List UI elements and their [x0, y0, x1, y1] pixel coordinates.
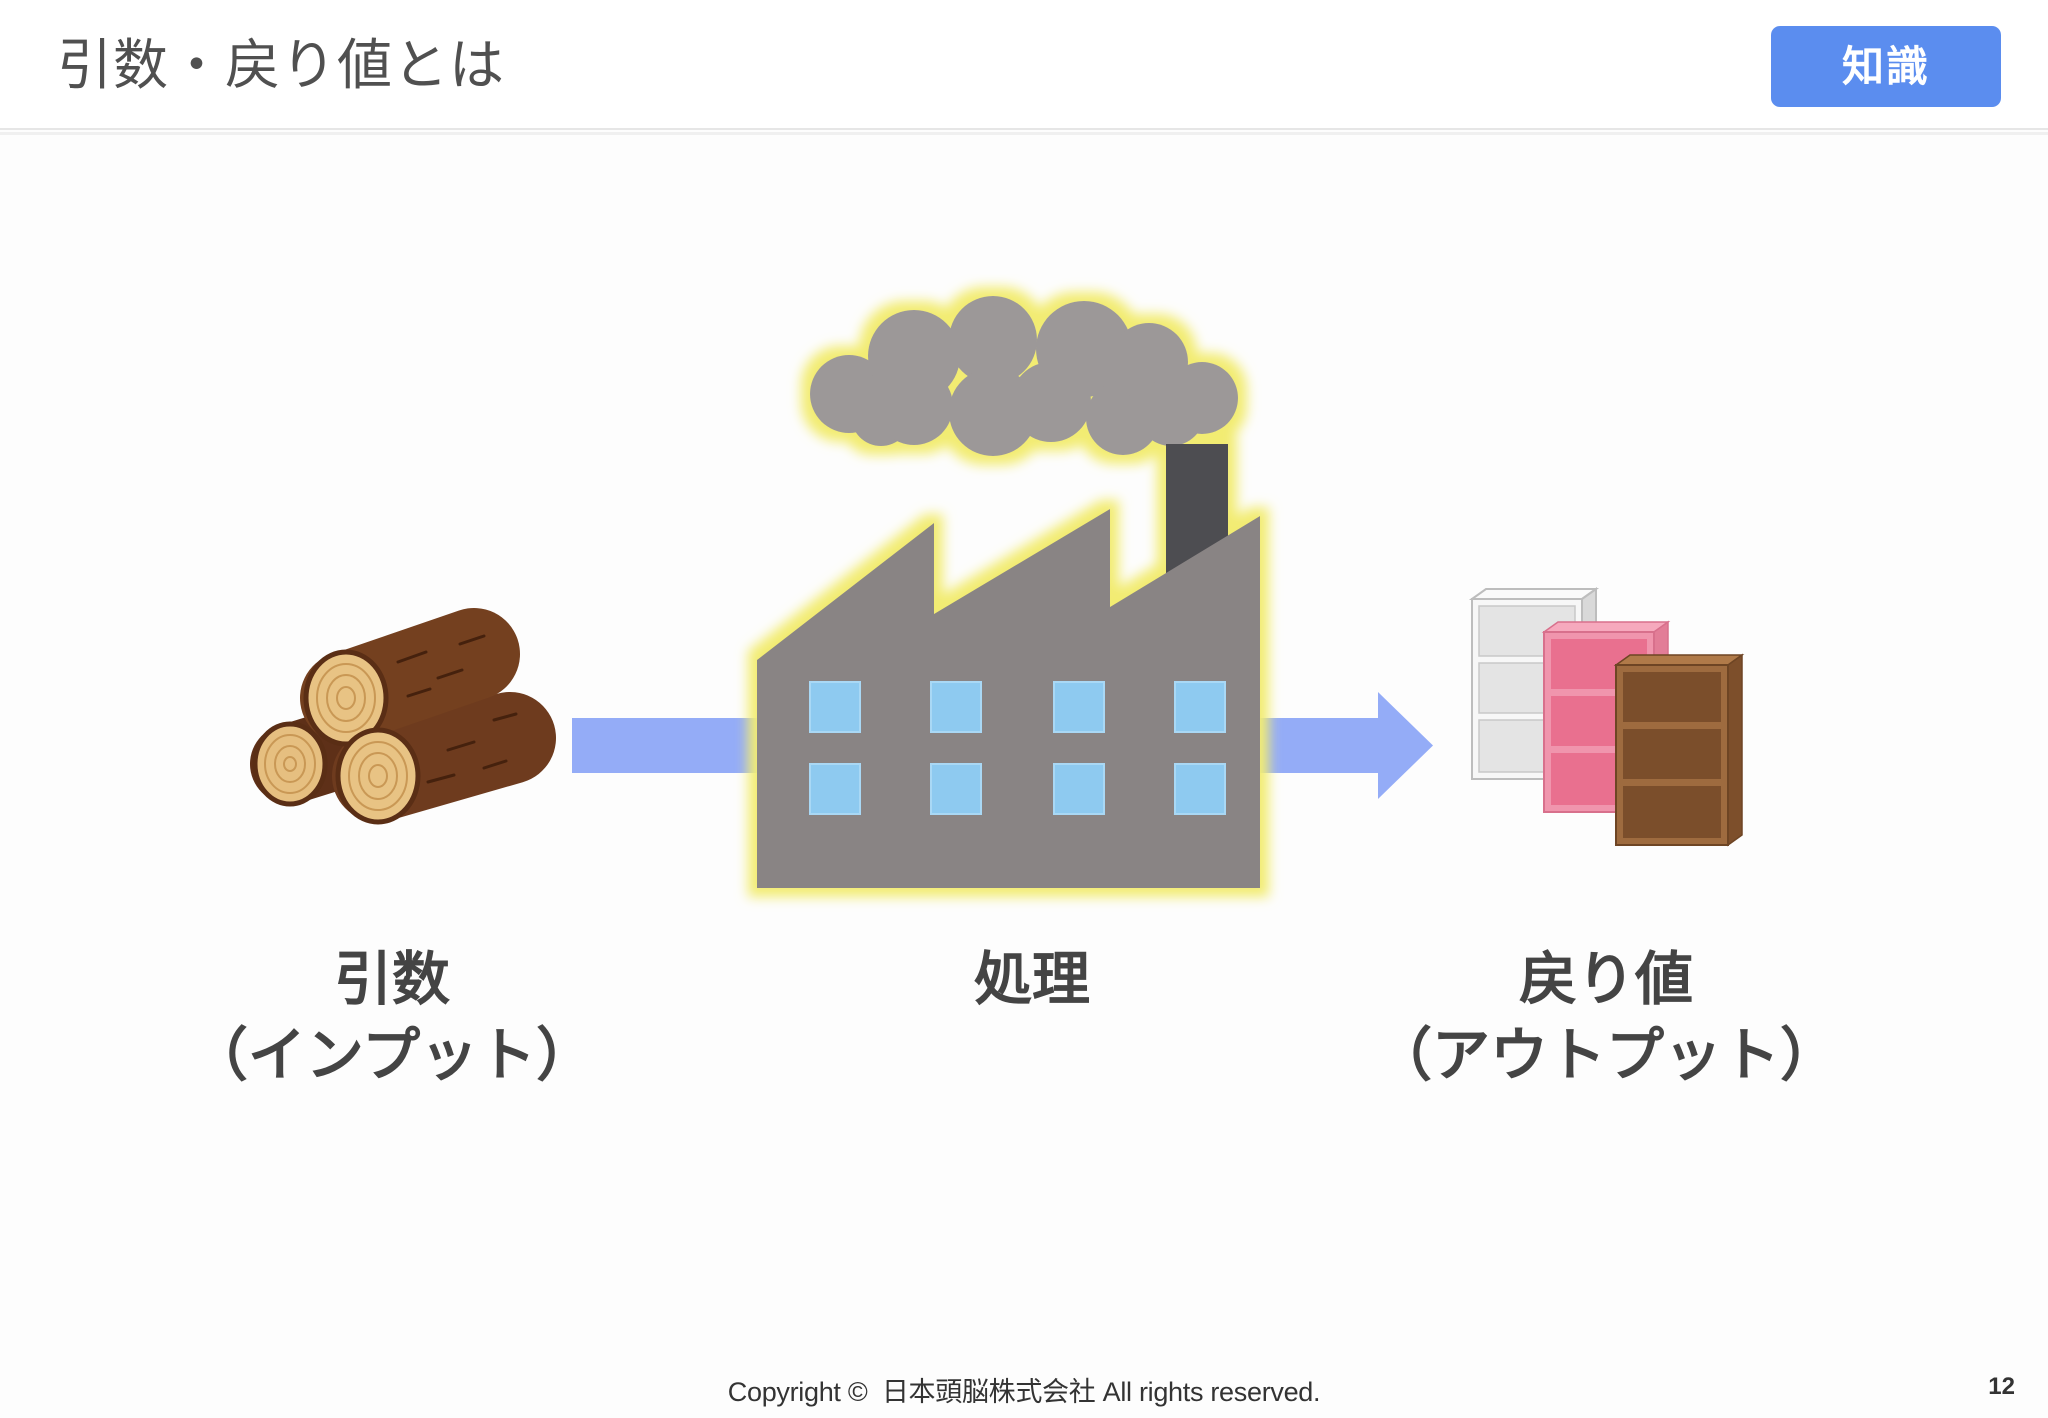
shelf-unit-brown	[1613, 653, 1745, 847]
factory-window	[809, 681, 861, 733]
factory-window	[1174, 681, 1226, 733]
factory-window	[1053, 681, 1105, 733]
input-label-title: 引数	[333, 947, 450, 1012]
copyright-footer: Copyright © 日本頭脳株式会社 All rights reserved…	[727, 1377, 1321, 1407]
factory-window	[809, 763, 861, 815]
process-label-title: 処理	[973, 947, 1090, 1012]
category-badge: 知識	[1771, 26, 2001, 107]
factory-window	[930, 763, 982, 815]
slide-title: 引数・戻り値とは	[57, 34, 506, 96]
factory-windows	[809, 681, 1226, 815]
factory-window	[1053, 763, 1105, 815]
header-divider	[0, 128, 2048, 130]
logs-icon	[250, 608, 556, 825]
log-end	[335, 727, 421, 825]
page-number: 12	[1988, 1373, 2015, 1400]
factory-window	[1174, 763, 1226, 815]
shelves-icon	[1468, 587, 1745, 847]
smoke-cloud	[810, 296, 1238, 456]
output-label: 戻り値 （アウトプット）	[1286, 942, 1926, 1094]
factory-icon	[757, 296, 1260, 888]
input-label-subtitle: （インプット）	[189, 1023, 595, 1088]
output-label-subtitle: （アウトプット）	[1373, 1023, 1838, 1088]
slide-header: 引数・戻り値とは 知識	[0, 0, 2048, 128]
process-label: 処理	[712, 942, 1352, 1018]
header-divider-shadow	[0, 132, 2048, 135]
log-end	[252, 721, 328, 807]
output-label-title: 戻り値	[1518, 947, 1693, 1012]
factory-window	[930, 681, 982, 733]
arrow-head	[1378, 692, 1433, 799]
log-end	[303, 649, 389, 747]
input-label: 引数 （インプット）	[72, 942, 712, 1094]
factory-building	[757, 509, 1260, 888]
